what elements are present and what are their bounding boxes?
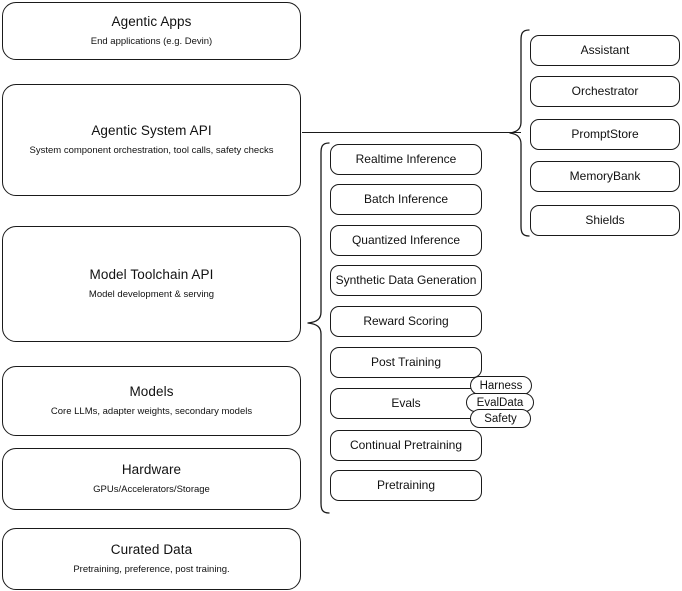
eval-badge-evaldata[interactable]: EvalData — [466, 393, 534, 412]
layer-subtitle: Model development & serving — [88, 289, 215, 300]
capability-box-synthetic-data-generation[interactable]: Synthetic Data Generation — [330, 265, 482, 296]
capability-label: Evals — [391, 396, 421, 410]
component-box-memorybank[interactable]: MemoryBank — [530, 161, 680, 192]
layer-subtitle: GPUs/Accelerators/Storage — [93, 484, 210, 495]
eval-badge-safety[interactable]: Safety — [470, 409, 531, 428]
layer-subtitle: Core LLMs, adapter weights, secondary mo… — [50, 406, 253, 417]
layer-box-hardware[interactable]: Hardware GPUs/Accelerators/Storage — [2, 448, 301, 510]
eval-badge-label: Safety — [484, 412, 517, 425]
capability-box-quantized-inference[interactable]: Quantized Inference — [330, 225, 482, 256]
brace-toolchain-capabilities — [307, 142, 330, 514]
eval-badge-label: EvalData — [476, 396, 524, 409]
capability-box-realtime-inference[interactable]: Realtime Inference — [330, 144, 482, 175]
component-box-assistant[interactable]: Assistant — [530, 35, 680, 66]
capability-box-batch-inference[interactable]: Batch Inference — [330, 184, 482, 215]
layer-title: Models — [129, 384, 174, 400]
layer-box-agentic-system-api[interactable]: Agentic System API System component orch… — [2, 84, 301, 196]
component-label: Orchestrator — [571, 84, 639, 98]
capability-label: Pretraining — [376, 478, 436, 492]
capability-box-reward-scoring[interactable]: Reward Scoring — [330, 306, 482, 337]
layer-title: Curated Data — [110, 542, 193, 558]
brace-agentic-components — [509, 29, 530, 237]
eval-badge-label: Harness — [479, 379, 523, 392]
layer-title: Hardware — [121, 462, 182, 478]
capability-label: Quantized Inference — [351, 233, 461, 247]
component-label: PromptStore — [571, 127, 639, 141]
component-label: Assistant — [580, 43, 630, 57]
capability-label: Realtime Inference — [355, 152, 457, 166]
layer-title: Model Toolchain API — [89, 267, 214, 283]
component-box-shields[interactable]: Shields — [530, 205, 680, 236]
capability-label: Continual Pretraining — [349, 438, 463, 452]
layer-subtitle: System component orchestration, tool cal… — [29, 145, 274, 156]
capability-label: Batch Inference — [363, 192, 449, 206]
layer-box-models[interactable]: Models Core LLMs, adapter weights, secon… — [2, 366, 301, 436]
component-box-promptstore[interactable]: PromptStore — [530, 119, 680, 150]
capability-label: Reward Scoring — [363, 314, 449, 328]
capability-box-pretraining[interactable]: Pretraining — [330, 470, 482, 501]
layer-subtitle: Pretraining, preference, post training. — [73, 564, 230, 575]
layer-title: Agentic Apps — [111, 14, 192, 30]
component-box-orchestrator[interactable]: Orchestrator — [530, 76, 680, 107]
capability-label: Synthetic Data Generation — [335, 273, 477, 287]
layer-title: Agentic System API — [91, 123, 212, 139]
connector-line-agentic-system-api — [302, 132, 521, 133]
capability-box-evals[interactable]: Evals — [330, 388, 482, 419]
capability-box-post-training[interactable]: Post Training — [330, 347, 482, 378]
capability-box-continual-pretraining[interactable]: Continual Pretraining — [330, 430, 482, 461]
component-label: MemoryBank — [569, 169, 641, 183]
layer-box-curated-data[interactable]: Curated Data Pretraining, preference, po… — [2, 528, 301, 590]
capability-label: Post Training — [370, 355, 442, 369]
layer-subtitle: End applications (e.g. Devin) — [90, 36, 213, 47]
layer-box-model-toolchain-api[interactable]: Model Toolchain API Model development & … — [2, 226, 301, 342]
component-label: Shields — [585, 213, 625, 227]
layer-box-agentic-apps[interactable]: Agentic Apps End applications (e.g. Devi… — [2, 2, 301, 60]
